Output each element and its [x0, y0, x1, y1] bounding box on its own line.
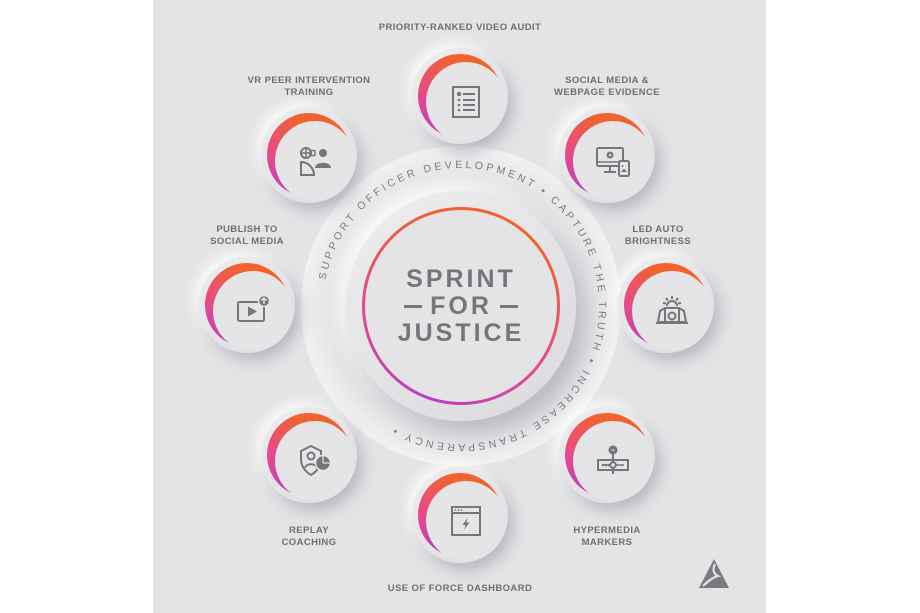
- dash-left: [404, 304, 423, 308]
- label-line: REPLAY: [288, 525, 330, 536]
- camera-light-icon: [656, 296, 688, 324]
- label-line: TRAINING: [284, 87, 334, 98]
- axon-triangle-logo: [699, 559, 729, 588]
- label-led-brightness: LED AUTO BRIGHTNESS: [625, 224, 691, 248]
- shield-user-chart-icon: [300, 444, 332, 477]
- label-line: PRIORITY-RANKED VIDEO AUDIT: [378, 22, 542, 33]
- label-video-audit: PRIORITY-RANKED VIDEO AUDIT: [379, 22, 541, 34]
- node-video-audit[interactable]: [412, 48, 508, 144]
- label-line: SOCIAL MEDIA &: [565, 75, 649, 86]
- title-sprint: SPRINT: [406, 264, 516, 293]
- title-for: FOR: [430, 291, 492, 320]
- label-hypermedia-markers: HYPERMEDIA MARKERS: [573, 525, 640, 549]
- node-publish-social[interactable]: [199, 257, 295, 353]
- diagram-canvas: SUPPORT OFFICER DEVELOPMENT • CAPTURE TH…: [153, 0, 766, 613]
- list-icon: [452, 86, 480, 118]
- timeline-marker-icon: [597, 445, 629, 474]
- dash-right: [499, 304, 518, 308]
- node-replay-coaching[interactable]: [261, 407, 357, 503]
- label-publish-social: PUBLISH TO SOCIAL MEDIA: [210, 224, 284, 248]
- label-line: MARKERS: [581, 537, 633, 548]
- vr-user-icon: [300, 147, 331, 176]
- label-line: BRIGHTNESS: [624, 236, 692, 247]
- label-line: SOCIAL MEDIA: [210, 236, 284, 247]
- label-line: PUBLISH TO: [216, 224, 278, 235]
- label-line: HYPERMEDIA: [573, 525, 641, 536]
- video-upload-icon: [237, 294, 271, 322]
- browser-bolt-icon: [451, 506, 481, 536]
- node-led-brightness[interactable]: [618, 257, 714, 353]
- label-social-evidence: SOCIAL MEDIA & WEBPAGE EVIDENCE: [554, 75, 660, 99]
- node-social-evidence[interactable]: [559, 107, 655, 203]
- label-line: COACHING: [281, 537, 337, 548]
- label-line: LED AUTO: [632, 224, 684, 235]
- label-line: WEBPAGE EVIDENCE: [554, 87, 660, 98]
- title-justice: JUSTICE: [397, 318, 525, 347]
- node-hypermedia-markers[interactable]: [559, 407, 655, 503]
- center-gradient-ring: SPRINT FOR JUSTICE: [362, 207, 560, 405]
- center-hub: SPRINT FOR JUSTICE: [346, 191, 576, 421]
- label-force-dashboard: USE OF FORCE DASHBOARD: [388, 583, 532, 595]
- label-line: USE OF FORCE DASHBOARD: [387, 583, 533, 594]
- node-force-dashboard[interactable]: [412, 467, 508, 563]
- node-vr-training[interactable]: [261, 107, 357, 203]
- monitor-phone-icon: [596, 147, 630, 177]
- label-line: VR PEER INTERVENTION: [247, 75, 371, 86]
- label-vr-training: VR PEER INTERVENTION TRAINING: [248, 75, 371, 99]
- label-replay-coaching: REPLAY COACHING: [282, 525, 337, 549]
